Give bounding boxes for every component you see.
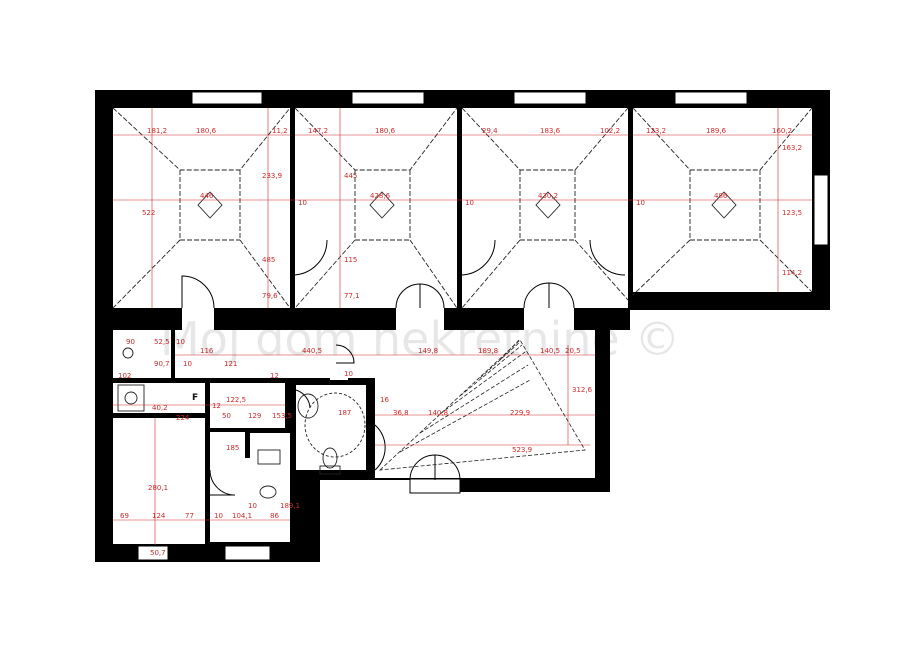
dim-b-g: 40,2 — [152, 404, 168, 412]
dim-s-k: 10 — [248, 502, 257, 510]
dim-w-f: 312,6 — [572, 386, 593, 394]
utility-floor — [113, 383, 205, 413]
window-3 — [513, 91, 587, 105]
ceiling-lines — [112, 107, 813, 309]
dim-s-g: 189,1 — [280, 502, 300, 510]
room-3-floor — [462, 108, 628, 308]
dim-c-b: 440,5 — [302, 347, 322, 355]
stair-hall-floor — [375, 330, 595, 478]
dim-r2-a: 147,2 — [308, 127, 328, 135]
dim-c-i: 10 — [183, 360, 192, 368]
dim-s-f: 86 — [270, 512, 279, 520]
dim-c-h: 12 — [270, 372, 279, 380]
dim-s-c: 124 — [152, 512, 166, 520]
dim-b-d: 129 — [248, 412, 261, 420]
dim-r1-a: 181,2 — [147, 127, 167, 135]
dim-w-b: 36,8 — [393, 409, 409, 417]
dim-w-d: 229,9 — [510, 409, 530, 417]
dim-r1-d3: 79,6 — [262, 292, 278, 300]
dim-c-f: 20,5 — [565, 347, 581, 355]
dim-r2-h: 445 — [344, 172, 357, 180]
dim-s-j: 10 — [214, 512, 223, 520]
dim-r1-area: 446 — [200, 192, 214, 200]
dim-r2-d1: 115 — [344, 256, 357, 264]
staircase — [378, 339, 586, 471]
room-4-floor — [628, 108, 812, 300]
dim-k-d: 10 — [176, 338, 185, 346]
windows — [137, 91, 829, 561]
dim-k-b: 52,5 — [154, 338, 170, 346]
window-7 — [224, 545, 271, 561]
dim-r4-h1: 123,5 — [782, 209, 802, 217]
dim-b-b: 12 — [212, 402, 221, 410]
interior-walls — [108, 100, 633, 562]
dim-b-h: 102 — [118, 372, 131, 380]
dim-r3-w: 10 — [465, 199, 474, 207]
dim-k-a: 90 — [126, 338, 135, 346]
room-label-f: F — [192, 393, 198, 403]
window-6 — [137, 545, 169, 561]
dim-c-e: 140,5 — [540, 347, 560, 355]
dim-r4-b: 189,6 — [706, 127, 727, 135]
dim-r2-b: 180,6 — [375, 127, 396, 135]
dim-c-c: 149,8 — [418, 347, 438, 355]
dim-r3-area: 430,2 — [538, 192, 558, 200]
dim-r1-d2: 485 — [262, 256, 275, 264]
dim-s-i: 185 — [226, 444, 239, 452]
dim-c-a: 116 — [200, 347, 214, 355]
dimension-labels: 181,2 180,6 11,2 446 522 233,9 485 79,6 … — [118, 127, 802, 557]
dim-r1-d1: 233,9 — [262, 172, 282, 180]
bath-1-floor — [210, 383, 285, 428]
watermark: Moj dom nekretnine © — [160, 312, 680, 366]
window-1 — [191, 91, 263, 105]
dim-r1-b: 180,6 — [196, 127, 217, 135]
window-5 — [813, 174, 829, 246]
dim-b-a: 224 — [176, 414, 190, 422]
dim-s-a: 280,1 — [148, 484, 168, 492]
dim-r4-c: 160,2 — [772, 127, 792, 135]
window-2 — [351, 91, 425, 105]
dim-b-c: 50 — [222, 412, 231, 420]
dim-r2-d2: 77,1 — [344, 292, 360, 300]
bedroom-small-floor — [113, 418, 205, 544]
dim-s-b: 69 — [120, 512, 129, 520]
ceiling-centres — [197, 191, 737, 219]
window-4 — [674, 91, 748, 105]
dim-r1-c: 11,2 — [272, 127, 288, 135]
dim-r4-area: 486 — [714, 192, 728, 200]
dim-w-a: 187 — [338, 409, 351, 417]
dim-c-g: 121 — [224, 360, 237, 368]
dim-r3-c: 102,2 — [600, 127, 620, 135]
dim-r4-h3: 163,2 — [782, 144, 802, 152]
dim-c-d: 189,8 — [478, 347, 498, 355]
fixtures — [117, 347, 366, 499]
dim-w-g: 16 — [380, 396, 389, 404]
dim-b-f: 153,5 — [272, 412, 292, 420]
room-2-floor — [295, 108, 457, 308]
dim-w-c: 140,8 — [428, 409, 448, 417]
dim-k-c: 90,7 — [154, 360, 170, 368]
dim-w-h: 10 — [344, 370, 353, 378]
dim-s-h: 50,7 — [150, 549, 166, 557]
dim-r2-w: 10 — [298, 199, 307, 207]
dim-s-e: 104,1 — [232, 512, 252, 520]
dim-r3-a: 29,4 — [482, 127, 498, 135]
room-1-floor — [113, 108, 290, 308]
dim-r2-area: 428,6 — [370, 192, 391, 200]
dim-r4-a: 123,2 — [646, 127, 666, 135]
window-8 — [409, 478, 461, 494]
dim-r4-h2: 114,2 — [782, 269, 802, 277]
dimension-lines — [113, 108, 812, 545]
dim-w-e: 523,9 — [512, 446, 532, 454]
dim-r4-w: 10 — [636, 199, 645, 207]
dim-b-e: 122,5 — [226, 396, 246, 404]
dim-s-d: 77 — [185, 512, 194, 520]
dim-r1-h: 522 — [142, 209, 155, 217]
dim-r3-b: 183,6 — [540, 127, 561, 135]
